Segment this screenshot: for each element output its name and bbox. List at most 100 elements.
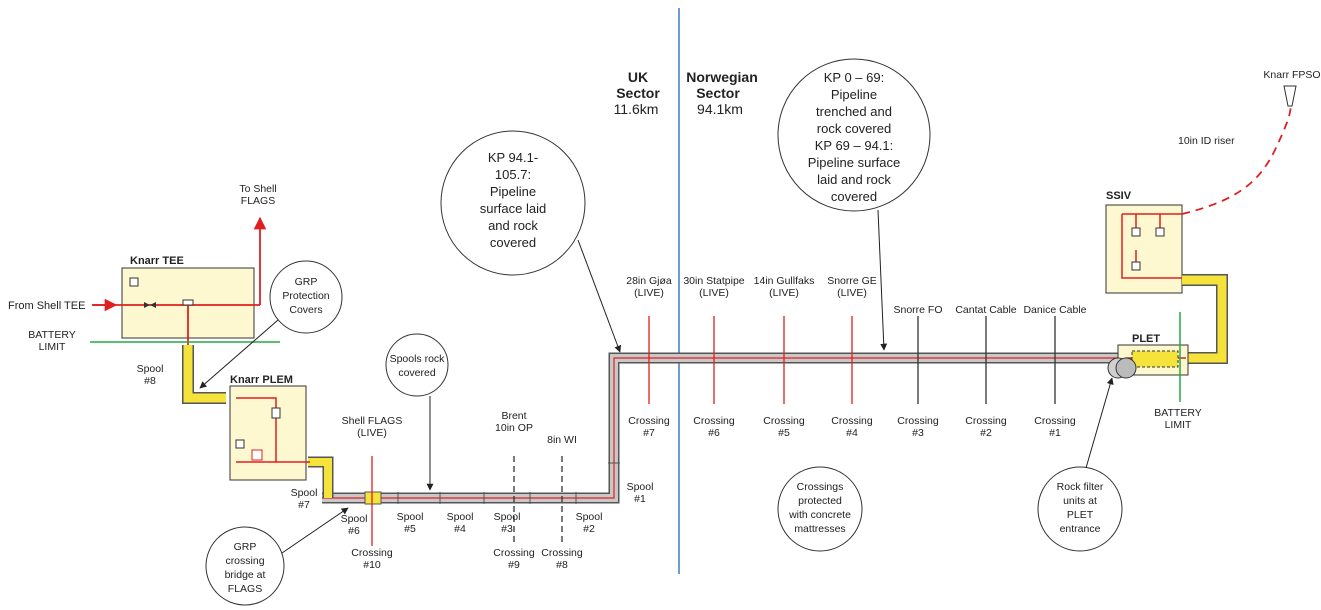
knarr-tee-label: Knarr TEE [130, 255, 184, 267]
crossing-bottom-label: Crossing [897, 415, 939, 427]
spool-labels: Spool #8 Spool #7 Spool #6 Spool #5 Spoo… [137, 363, 654, 537]
svg-text:covered: covered [490, 235, 536, 250]
knarr-plem-module [229, 385, 307, 481]
crossing-bottom-label: #6 [708, 427, 720, 439]
svg-text:GRP: GRP [295, 276, 318, 288]
svg-text:entrance: entrance [1060, 523, 1101, 535]
spool-8-pipe [182, 345, 226, 404]
ssiv-module [1105, 204, 1183, 294]
crossing-top-label: 28in Gjøa [626, 275, 672, 287]
bubble-concrete [777, 466, 863, 552]
svg-text:Pipeline: Pipeline [490, 184, 536, 199]
svg-text:105.7:: 105.7: [495, 167, 531, 182]
bubble-kp94 [440, 130, 622, 353]
svg-text:BATTERY: BATTERY [28, 329, 75, 341]
flange-ticks [397, 462, 620, 504]
svg-text:#6: #6 [348, 525, 360, 537]
crossing-top-label: (LIVE) [699, 287, 729, 299]
crossing-bottom-label: #3 [912, 427, 924, 439]
svg-text:KP 69 – 94.1:: KP 69 – 94.1: [815, 138, 894, 153]
fpso-icon [1283, 85, 1297, 107]
svg-text:Spool: Spool [576, 511, 603, 523]
svg-text:KP 94.1-: KP 94.1- [488, 150, 538, 165]
svg-text:mattresses: mattresses [794, 523, 845, 535]
svg-text:#7: #7 [298, 499, 310, 511]
from-shell-label: From Shell TEE [8, 300, 85, 312]
crossing-top-label: Cantat Cable [955, 304, 1016, 316]
crossing-top-label: 8in WI [547, 434, 577, 446]
to-shell-label: To Shell FLAGS [239, 183, 276, 207]
uk-sector-label: UK Sector 11.6km [614, 69, 661, 117]
bubble-rock-filter [1037, 377, 1123, 552]
svg-text:Pipeline: Pipeline [831, 87, 877, 102]
bubble-kp0 [777, 58, 931, 351]
crossing-top-label: Snorre FO [893, 304, 942, 316]
crossing-bottom-label: #2 [980, 427, 992, 439]
crossing-top-label: (LIVE) [769, 287, 799, 299]
crossing-bottom-label: #4 [846, 427, 858, 439]
svg-text:Rock filter: Rock filter [1057, 481, 1104, 493]
main-pipeline [322, 352, 1120, 504]
svg-text:Protection: Protection [282, 290, 329, 302]
riser-label: 10in ID riser [1178, 135, 1235, 147]
crossing-top-label: Snorre GE [827, 275, 877, 287]
svg-text:Crossings: Crossings [797, 481, 844, 493]
crossing-bottom-label: Crossing [831, 415, 873, 427]
crossing-bottom-label: #9 [508, 559, 520, 571]
svg-text:#5: #5 [404, 523, 416, 535]
bubble-grp-bridge [205, 507, 349, 606]
norwegian-sector-label: Norwegian Sector 94.1km [686, 69, 758, 117]
svg-text:trenched and: trenched and [816, 104, 892, 119]
crossing-bottom-label: Crossing [493, 547, 535, 559]
svg-text:#3: #3 [501, 523, 513, 535]
crossing-bottom-label: Crossing [965, 415, 1007, 427]
crossing-bottom-label: Crossing [1034, 415, 1076, 427]
svg-text:To Shell: To Shell [239, 183, 276, 195]
svg-text:laid and rock: laid and rock [817, 172, 891, 187]
svg-text:Covers: Covers [289, 304, 322, 316]
svg-text:PLET: PLET [1067, 509, 1094, 521]
crossing-bottom-label: #7 [643, 427, 655, 439]
battery-limit-left-label: BATTERY LIMIT [28, 329, 75, 353]
crossing-top-label: Shell FLAGS [342, 415, 403, 427]
svg-text:crossing: crossing [225, 555, 264, 567]
crossing-top-label: Brent [501, 410, 526, 422]
svg-text:Sector: Sector [616, 85, 660, 101]
crossing-bottom-label: Crossing [763, 415, 805, 427]
crossing-top-label: (LIVE) [634, 287, 664, 299]
svg-text:UK: UK [628, 69, 648, 85]
svg-text:#4: #4 [454, 523, 466, 535]
svg-text:Spool: Spool [397, 511, 424, 523]
svg-text:protected: protected [798, 495, 842, 507]
svg-text:Spool: Spool [447, 511, 474, 523]
svg-text:covered: covered [831, 189, 877, 204]
svg-text:surface laid: surface laid [480, 201, 546, 216]
knarr-fpso-label: Knarr FPSO [1263, 69, 1320, 81]
crossing-bottom-label: Crossing [628, 415, 670, 427]
riser-line [1181, 99, 1292, 215]
svg-text:bridge at: bridge at [225, 569, 266, 581]
svg-text:rock covered: rock covered [817, 121, 891, 136]
plet-label: PLET [1132, 333, 1160, 345]
svg-text:FLAGS: FLAGS [241, 195, 275, 207]
crossing-top-label: 14in Gullfaks [754, 275, 815, 287]
crossing-bottom-label: #8 [556, 559, 568, 571]
battery-limit-right-label: BATTERY LIMIT [1154, 407, 1201, 431]
knarr-plem-label: Knarr PLEM [230, 374, 293, 386]
crossing-top-label: 10in OP [495, 422, 533, 434]
svg-text:and rock: and rock [488, 218, 538, 233]
svg-text:Spool: Spool [627, 481, 654, 493]
svg-text:#1: #1 [634, 493, 646, 505]
svg-text:Spool: Spool [291, 487, 318, 499]
svg-text:11.6km: 11.6km [614, 101, 659, 117]
svg-text:FLAGS: FLAGS [228, 583, 262, 595]
crossing-top-label: (LIVE) [357, 427, 387, 439]
svg-text:Spool: Spool [137, 363, 164, 375]
bubble-spools-rock [385, 333, 449, 491]
crossing-top-label: (LIVE) [837, 287, 867, 299]
svg-text:LIMIT: LIMIT [39, 341, 66, 353]
svg-text:covered: covered [398, 367, 436, 379]
svg-text:Pipeline surface: Pipeline surface [808, 155, 901, 170]
